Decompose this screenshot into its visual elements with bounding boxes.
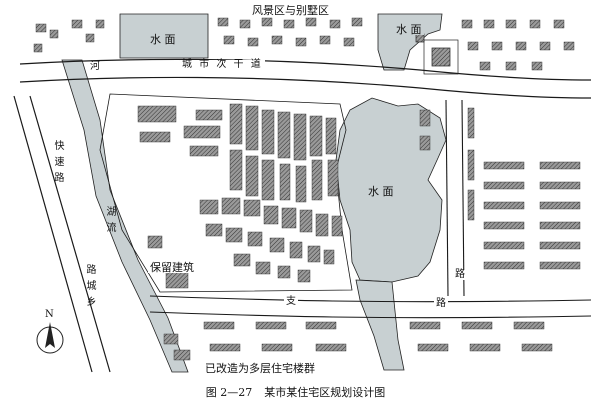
water-label-top-left: 水 面 (148, 33, 178, 46)
branch-road-label-right: 路 (434, 298, 448, 309)
villa-group (217, 17, 575, 71)
north-label: N (45, 309, 54, 320)
temple-compound (415, 33, 459, 75)
trunk-road-label: 城 市 次 干 道 (180, 59, 265, 70)
south-channel (355, 279, 405, 371)
express-road-west-edge (13, 95, 93, 373)
branch-road-label-left: 支 (284, 296, 298, 307)
preserved-buildings-label: 保留建筑 (148, 261, 196, 274)
river-top-label: 河 (88, 61, 102, 72)
branch-road-north-edge (149, 295, 591, 303)
south-buildings (163, 321, 553, 361)
district-boundary (99, 93, 353, 293)
east-road-west-edge (445, 99, 449, 297)
village-cluster (33, 19, 105, 53)
water-label-top-right: 水 面 (394, 23, 424, 36)
north-arrow-icon (36, 322, 64, 354)
water-label-center: 水 面 (366, 185, 396, 198)
river-channel (61, 59, 189, 373)
east-row-buildings (419, 107, 581, 270)
express-road-east-edge (29, 95, 111, 373)
scenic-area-label: 风景区与别墅区 (252, 4, 329, 17)
branch-road-south-edge (149, 311, 591, 319)
figure-title: 某市某住宅区规划设计图 (264, 386, 386, 399)
site-plan-map (13, 13, 591, 373)
renovated-area-label: 已改造为多层住宅楼群 (203, 362, 317, 375)
lake-stream-label: 湖流 (104, 206, 115, 238)
figure-caption: 图 2—27 某市某住宅区规划设计图 (0, 384, 591, 400)
figure-number: 图 2—27 (205, 386, 253, 399)
east-road-label: 路 (453, 269, 467, 280)
east-road-east-edge (461, 99, 465, 297)
old-district-buildings (137, 103, 343, 289)
west-road-label: 路城乡 (84, 264, 95, 312)
trunk-road-north-edge (19, 58, 591, 81)
express-road-label: 快速路 (52, 140, 63, 188)
trunk-road-south-edge (19, 76, 591, 99)
